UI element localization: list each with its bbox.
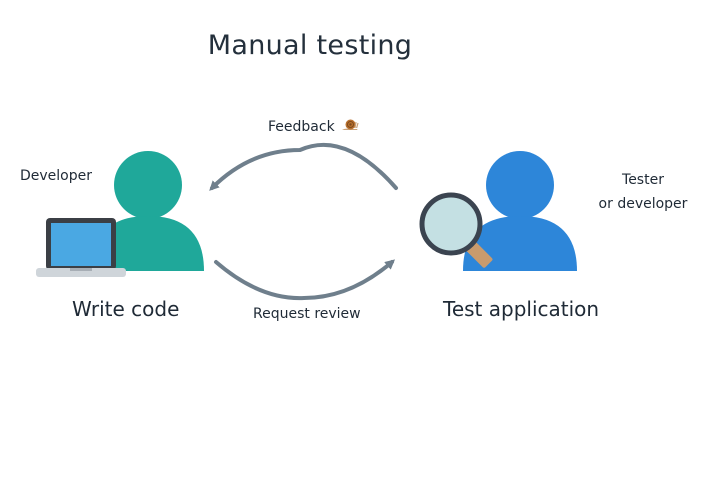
feedback-arrow — [209, 142, 398, 191]
test-application-label: Test application — [443, 297, 600, 321]
developer-person-icon — [92, 151, 204, 271]
developer-role-label: Developer — [20, 168, 93, 184]
feedback-label: Feedback — [268, 118, 359, 136]
tester-role-line1: Tester — [622, 172, 664, 188]
feedback-text: Feedback — [268, 119, 335, 135]
tester-role-label: Tester or developer — [588, 168, 698, 216]
tester-person-icon — [463, 151, 577, 271]
write-code-label: Write code — [72, 297, 180, 321]
snail-icon — [341, 118, 359, 136]
request-review-arrow — [214, 259, 396, 301]
magnifying-glass-icon — [419, 192, 493, 268]
diagram-title: Manual testing — [207, 30, 413, 61]
request-review-label: Request review — [253, 306, 361, 322]
laptop-icon — [36, 218, 126, 277]
tester-role-line2: or developer — [598, 196, 688, 212]
